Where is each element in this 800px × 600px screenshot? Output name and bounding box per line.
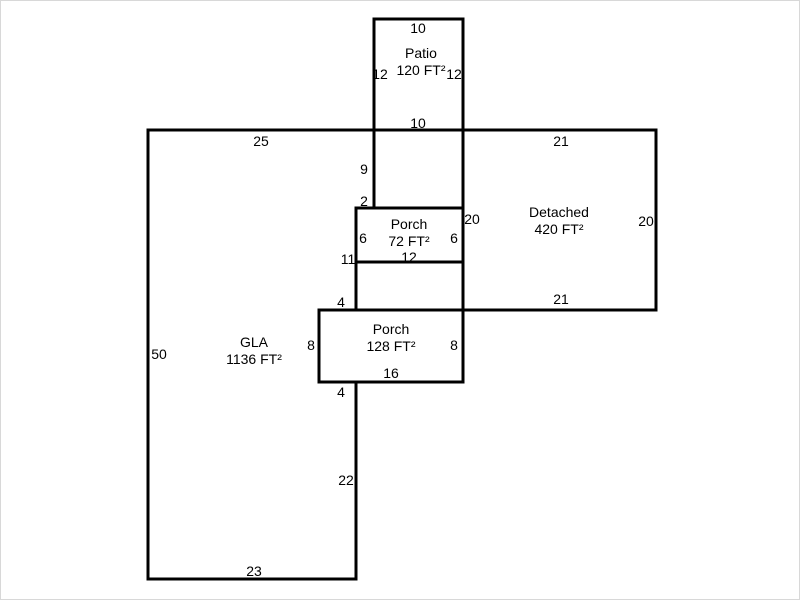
dim-gla-right-9: 9 xyxy=(360,161,368,177)
patio-label-line1: Patio xyxy=(405,45,437,61)
dim-patio-left-12: 12 xyxy=(372,66,388,82)
dim-gla-left-50: 50 xyxy=(151,346,167,362)
dim-gla-top-25: 25 xyxy=(253,133,269,149)
gla-label-line1: GLA xyxy=(240,334,269,350)
dim-porch-lower-right-8: 8 xyxy=(450,337,458,353)
dim-gla-lower-right-22: 22 xyxy=(338,472,354,488)
detached-outline xyxy=(461,128,658,312)
dim-gla-bottom-23: 23 xyxy=(246,563,262,579)
detached-label-line2: 420 FT² xyxy=(534,221,583,237)
dim-gla-step-lower-4: 4 xyxy=(337,384,345,400)
gla-label-line2: 1136 FT² xyxy=(226,351,282,367)
dim-gla-right-11: 11 xyxy=(341,251,356,267)
dim-detached-bottom-21: 21 xyxy=(553,291,569,307)
dim-patio-right-12: 12 xyxy=(446,66,462,82)
dim-porch-lower-bottom-16: 16 xyxy=(383,365,399,381)
dim-patio-top-10: 10 xyxy=(410,20,426,36)
dim-detached-top-21: 21 xyxy=(553,133,569,149)
dim-gla-step-upper-4: 4 xyxy=(337,294,345,310)
patio-label-line2: 120 FT² xyxy=(396,62,445,78)
dim-porch-upper-right-6: 6 xyxy=(450,230,458,246)
dim-patio-bottom-10: 10 xyxy=(410,115,426,131)
dim-detached-right-20: 20 xyxy=(638,213,654,229)
dim-gla-step-2: 2 xyxy=(360,193,368,209)
porch-upper-label-line2: 72 FT² xyxy=(388,233,430,249)
dim-detached-left-20: 20 xyxy=(464,211,480,227)
dim-porch-upper-bottom-12: 12 xyxy=(401,249,417,265)
porch-upper-label-line1: Porch xyxy=(391,216,428,232)
dim-porch-lower-left-8: 8 xyxy=(307,337,315,353)
detached-label-line1: Detached xyxy=(529,204,589,220)
porch-lower-label-line1: Porch xyxy=(373,321,410,337)
dim-porch-upper-left-6: 6 xyxy=(359,230,367,246)
porch-lower-label-line2: 128 FT² xyxy=(366,338,415,354)
porch-lower-outline xyxy=(317,308,465,384)
